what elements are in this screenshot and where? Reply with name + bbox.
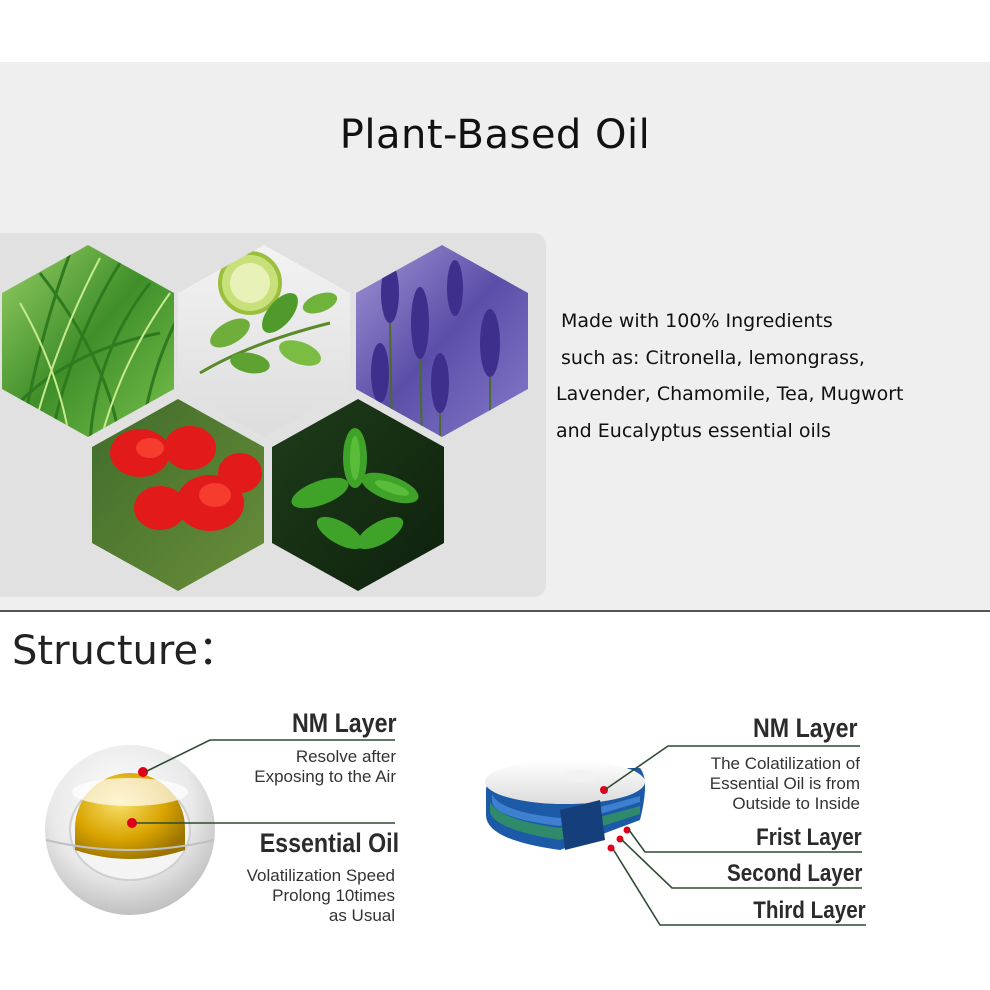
lemongrass-image bbox=[2, 245, 174, 437]
ingredients-line-4: and Eucalyptus essential oils bbox=[556, 419, 831, 442]
section-divider bbox=[0, 610, 990, 612]
nm-layer-marker-right bbox=[600, 786, 608, 794]
ingredients-description: Made with 100% Ingredients such as: Citr… bbox=[556, 303, 986, 449]
ingredients-line-2: such as: Citronella, lemongrass, bbox=[561, 346, 865, 369]
capsule-sphere bbox=[45, 745, 215, 915]
ingredient-hexagons bbox=[2, 245, 528, 591]
ingredients-line-3: Lavender, Chamomile, Tea, Mugwort bbox=[556, 383, 904, 405]
right-nm-layer-title: NM Layer bbox=[753, 713, 858, 743]
left-nm-desc-line-1: Resolve after bbox=[295, 747, 396, 766]
left-nm-desc-line-2: Exposing to the Air bbox=[254, 767, 396, 786]
left-nm-layer-desc: Resolve after Exposing to the Air bbox=[254, 747, 396, 787]
essential-oil-desc-line-2: Prolong 10times bbox=[272, 886, 395, 905]
second-layer-label: Second Layer bbox=[726, 860, 862, 887]
left-nm-layer-title: NM Layer bbox=[292, 708, 397, 738]
essential-oil-desc-line-1: Volatilization Speed bbox=[246, 866, 395, 885]
essential-oil-desc-line-3: as Usual bbox=[328, 906, 395, 925]
essential-oil-desc: Volatilization Speed Prolong 10times as … bbox=[247, 866, 395, 926]
essential-oil-title: Essential Oil bbox=[259, 828, 399, 858]
first-layer-label: Frist Layer bbox=[756, 824, 862, 851]
ingredients-line-1: Made with 100% Ingredients bbox=[561, 310, 833, 332]
third-layer-label: Third Layer bbox=[753, 897, 866, 924]
right-nm-desc-line-2: Essential Oil is from bbox=[709, 774, 860, 793]
right-nm-desc-line-1: The Colatilization of bbox=[710, 754, 860, 773]
geranium-image bbox=[92, 399, 264, 591]
nm-layer-marker-left bbox=[138, 767, 148, 777]
structure-diagrams bbox=[45, 739, 866, 926]
structure-heading: Structure： bbox=[12, 628, 239, 674]
right-nm-desc-line-3: Outside to Inside bbox=[732, 794, 860, 813]
page-title: Plant-Based Oil bbox=[339, 112, 651, 158]
first-layer-marker bbox=[623, 826, 631, 834]
right-nm-layer-desc: The Colatilization of Essential Oil is f… bbox=[710, 754, 860, 814]
essential-oil-marker bbox=[127, 818, 137, 828]
